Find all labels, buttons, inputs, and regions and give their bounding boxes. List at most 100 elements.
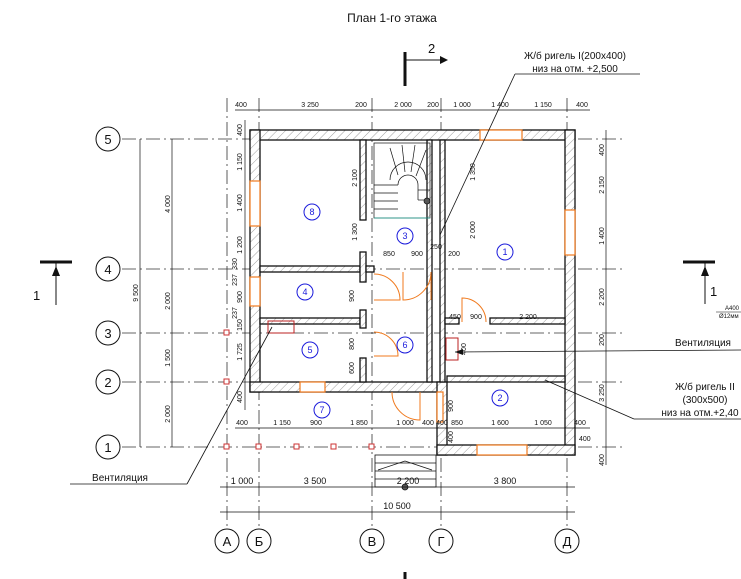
svg-text:1: 1: [710, 284, 717, 299]
svg-text:низ на отм. +2,500: низ на отм. +2,500: [532, 64, 618, 75]
svg-text:3 800: 3 800: [494, 476, 517, 486]
svg-text:1 200: 1 200: [237, 236, 244, 254]
svg-text:850: 850: [451, 420, 463, 427]
axis-bubbles-letters: А Б В Г Д: [214, 528, 580, 554]
door-swing: [373, 331, 399, 357]
windows: [249, 129, 576, 456]
svg-text:400: 400: [235, 102, 247, 109]
svg-text:200: 200: [427, 102, 439, 109]
svg-text:1 400: 1 400: [599, 227, 606, 245]
rebar-note: A400 Ø12мм: [716, 306, 741, 320]
svg-text:400: 400: [422, 420, 434, 427]
svg-text:3: 3: [104, 326, 111, 341]
room-marker-5: 5: [301, 341, 319, 359]
svg-text:2 000: 2 000: [470, 221, 477, 239]
svg-text:5: 5: [104, 132, 111, 147]
dims-left-inner: 400 1 150 1 400 1 200 330 237 900 237 15…: [232, 124, 244, 403]
svg-text:400: 400: [599, 454, 606, 466]
svg-text:2 200: 2 200: [397, 476, 420, 486]
svg-text:900: 900: [349, 290, 356, 302]
room-marker-7: 7: [313, 401, 331, 419]
svg-text:1 150: 1 150: [534, 102, 552, 109]
svg-text:450: 450: [449, 314, 461, 321]
axis-bubbles-numbers: 5 4 3 2 1: [95, 126, 121, 460]
svg-text:400: 400: [574, 420, 586, 427]
svg-text:А: А: [223, 534, 232, 549]
svg-text:2 200: 2 200: [519, 314, 537, 321]
dims-left-axes: 4 000 2 000 1 500 2 000 9 500: [133, 195, 172, 423]
svg-text:7: 7: [319, 405, 324, 415]
room-marker-2: 2: [491, 389, 509, 407]
svg-text:400: 400: [461, 343, 468, 355]
window: [249, 180, 261, 227]
svg-text:400: 400: [237, 391, 244, 403]
svg-text:1 050: 1 050: [534, 420, 552, 427]
room-marker-4: 4: [296, 283, 314, 301]
svg-text:2 200: 2 200: [599, 288, 606, 306]
axis-bubble-1: 1: [95, 434, 121, 460]
svg-text:200: 200: [599, 334, 606, 346]
svg-text:200: 200: [448, 251, 460, 258]
svg-text:1 850: 1 850: [350, 420, 368, 427]
room-marker-6: 6: [396, 336, 414, 354]
svg-text:200: 200: [355, 102, 367, 109]
axis-bubble-4: 4: [95, 256, 121, 282]
svg-text:1 300: 1 300: [352, 223, 359, 241]
section-mark-left: 1: [33, 260, 72, 305]
svg-text:В: В: [368, 534, 377, 549]
svg-text:400: 400: [236, 420, 248, 427]
room-marker-3: 3: [396, 227, 414, 245]
window: [436, 391, 444, 423]
door-swing: [461, 297, 487, 323]
svg-text:Ж/б ригель I(200x400): Ж/б ригель I(200x400): [524, 50, 626, 62]
svg-text:400: 400: [579, 436, 591, 443]
svg-text:1: 1: [104, 440, 111, 455]
dims-interior: 2 100 1 300 850 900 250 200 2 000 1 350 …: [349, 163, 537, 443]
svg-text:A400: A400: [725, 306, 740, 312]
svg-text:1 350: 1 350: [470, 163, 477, 181]
svg-text:900: 900: [237, 291, 244, 303]
svg-text:(300x500): (300x500): [682, 395, 727, 406]
svg-text:1 725: 1 725: [237, 343, 244, 361]
staircase: [373, 142, 431, 219]
svg-text:237: 237: [232, 307, 239, 319]
drawing-title: План 1-го этажа: [347, 11, 437, 25]
svg-text:2 150: 2 150: [599, 176, 606, 194]
section-mark-right: 1: [683, 260, 717, 304]
svg-text:1 400: 1 400: [237, 194, 244, 212]
svg-text:900: 900: [448, 400, 455, 412]
walls: [249, 129, 576, 456]
svg-text:Вентиляция: Вентиляция: [92, 473, 148, 484]
door-swing: [373, 273, 401, 301]
svg-text:1: 1: [502, 247, 507, 257]
svg-text:3 500: 3 500: [304, 476, 327, 486]
svg-text:Ж/б ригель II: Ж/б ригель II: [675, 381, 735, 393]
svg-text:1 600: 1 600: [491, 420, 509, 427]
svg-text:2 000: 2 000: [165, 292, 172, 310]
svg-text:4: 4: [302, 287, 307, 297]
svg-text:237: 237: [232, 274, 239, 286]
dims-right: 400 2 150 1 400 2 200 200 3 250 400 400: [579, 144, 606, 466]
callout-ventilation-right: Вентиляция: [454, 338, 741, 355]
dim-total-width: 10 500: [383, 501, 411, 511]
column-markers: [223, 329, 375, 450]
svg-text:1 000: 1 000: [231, 476, 254, 486]
axis-grid: [122, 98, 625, 528]
svg-text:низ на отм.+2,40: низ на отм.+2,40: [661, 408, 739, 419]
svg-text:4: 4: [104, 262, 111, 277]
svg-text:150: 150: [237, 319, 244, 331]
window: [249, 276, 261, 307]
room-markers: 8 3 1 4 6 5 7 2: [296, 203, 514, 419]
door-swing: [391, 391, 421, 421]
door-swing: [402, 271, 432, 301]
svg-text:1 150: 1 150: [273, 420, 291, 427]
svg-text:2: 2: [428, 41, 435, 56]
svg-text:1 500: 1 500: [165, 349, 172, 367]
svg-text:5: 5: [307, 345, 312, 355]
axis-bubble-a: А: [214, 528, 240, 554]
svg-text:3 250: 3 250: [301, 102, 319, 109]
svg-text:2 000: 2 000: [394, 102, 412, 109]
room-marker-8: 8: [303, 203, 321, 221]
svg-text:1 150: 1 150: [237, 153, 244, 171]
